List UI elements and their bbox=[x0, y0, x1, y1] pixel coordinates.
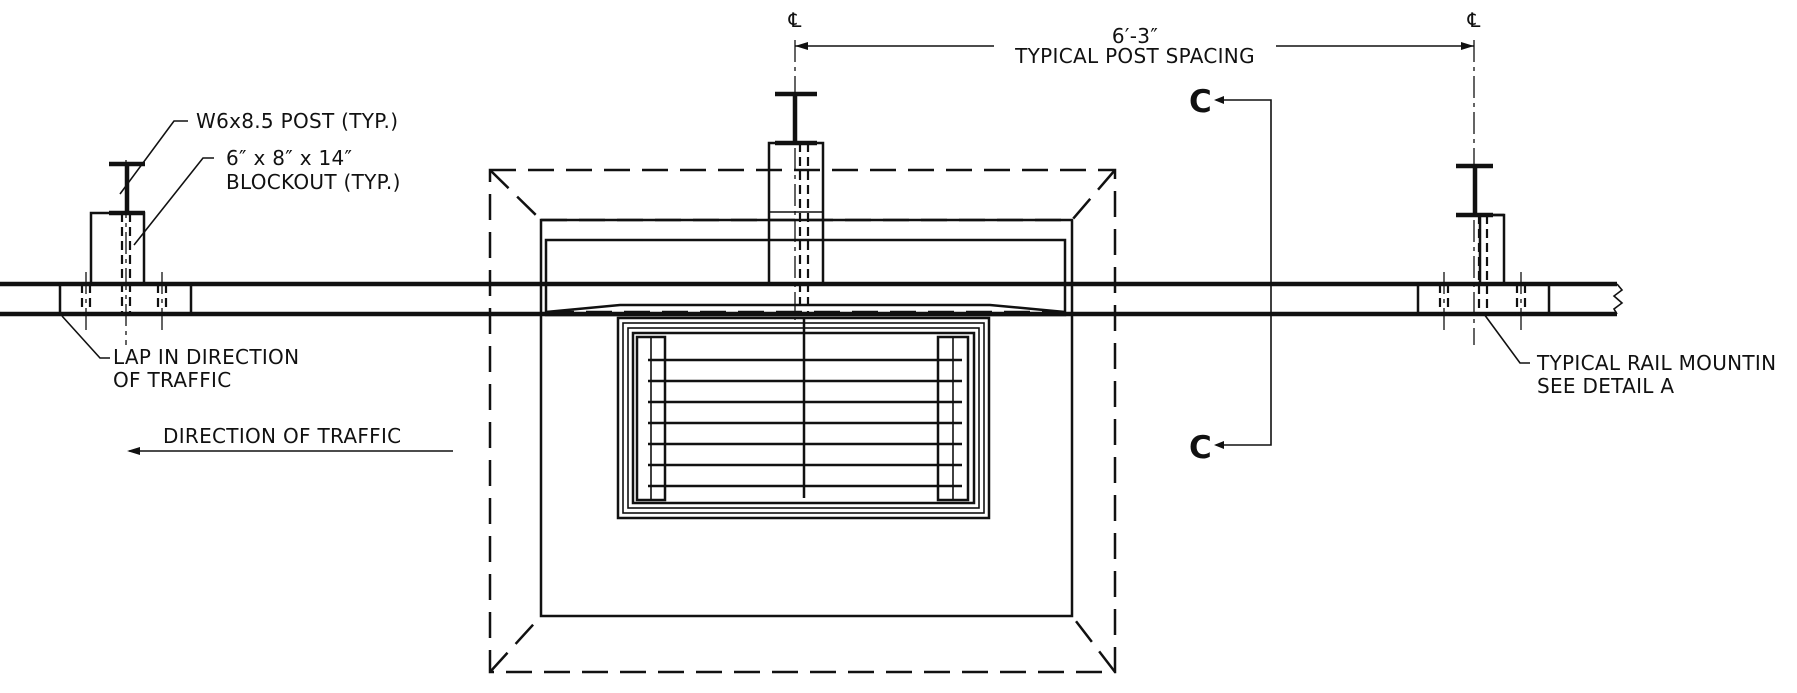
note-blockout: 6″ x 8″ x 14″ BLOCKOUT (TYP.) bbox=[133, 146, 401, 246]
note-lap: LAP IN DIRECTION OF TRAFFIC bbox=[61, 315, 299, 392]
rail-lap-splice-right bbox=[1416, 282, 1551, 316]
blockout-label-line2: BLOCKOUT (TYP.) bbox=[226, 170, 401, 194]
blockout-label-line1: 6″ x 8″ x 14″ bbox=[226, 146, 352, 170]
rail-break-symbol bbox=[1612, 283, 1624, 315]
inlet-corner-br bbox=[1071, 615, 1116, 673]
dimension-arrow-left bbox=[795, 42, 808, 50]
note-post: W6x8.5 POST (TYP.) bbox=[119, 109, 398, 195]
inlet-corner-tr bbox=[1071, 169, 1116, 221]
inlet-corner-tl bbox=[489, 169, 542, 221]
leader-line bbox=[61, 315, 110, 359]
post-assembly-center bbox=[767, 40, 825, 320]
section-mark-bottom: C bbox=[1189, 430, 1212, 466]
inlet-corner-bl bbox=[489, 615, 542, 673]
centerline-symbol-right: ℄ bbox=[1467, 8, 1481, 32]
note-rail-mounting: TYPICAL RAIL MOUNTIN SEE DETAIL A bbox=[1483, 313, 1776, 398]
lap-label-line2: OF TRAFFIC bbox=[113, 368, 231, 392]
post-label: W6x8.5 POST (TYP.) bbox=[196, 109, 398, 133]
lap-label-line1: LAP IN DIRECTION bbox=[113, 345, 299, 369]
section-cut-c: C C bbox=[1189, 84, 1272, 466]
traffic-arrow-head bbox=[127, 447, 140, 455]
traffic-label: DIRECTION OF TRAFFIC bbox=[163, 424, 401, 448]
centerline-symbol-left: ℄ bbox=[788, 8, 802, 32]
w-beam-rail bbox=[0, 272, 1624, 330]
spacing-label: TYPICAL POST SPACING bbox=[1014, 44, 1255, 68]
splice-bolts-left bbox=[80, 272, 168, 330]
grate bbox=[616, 316, 991, 520]
note-direction-of-traffic: DIRECTION OF TRAFFIC bbox=[127, 424, 453, 455]
blockout bbox=[767, 141, 825, 286]
drop-inlet-structure bbox=[488, 168, 1117, 674]
inlet-inner-box bbox=[539, 218, 1074, 618]
post-assembly-right bbox=[1456, 40, 1506, 345]
blockout bbox=[1478, 213, 1506, 286]
post-assembly-left bbox=[89, 160, 146, 345]
section-arrow-bottom bbox=[1214, 441, 1224, 449]
inlet-slab-taper bbox=[545, 303, 1066, 314]
blockout bbox=[89, 211, 146, 286]
leader-line bbox=[119, 120, 188, 195]
section-mark-top: C bbox=[1189, 84, 1212, 120]
leader-line bbox=[133, 157, 214, 246]
leader-line bbox=[1483, 313, 1530, 364]
section-cut-line bbox=[1216, 99, 1272, 446]
section-arrow-top bbox=[1214, 96, 1224, 104]
spacing-value: 6′-3″ bbox=[1112, 24, 1158, 48]
dimension-arrow-right bbox=[1461, 42, 1474, 50]
mounting-label-line1: TYPICAL RAIL MOUNTIN bbox=[1536, 351, 1776, 375]
splice-bolts-right bbox=[1438, 272, 1527, 330]
inlet-outer-dashed-outline bbox=[488, 168, 1117, 674]
post-spacing-dimension: 6′-3″ TYPICAL POST SPACING ℄ ℄ bbox=[788, 8, 1481, 68]
mounting-label-line2: SEE DETAIL A bbox=[1537, 374, 1674, 398]
